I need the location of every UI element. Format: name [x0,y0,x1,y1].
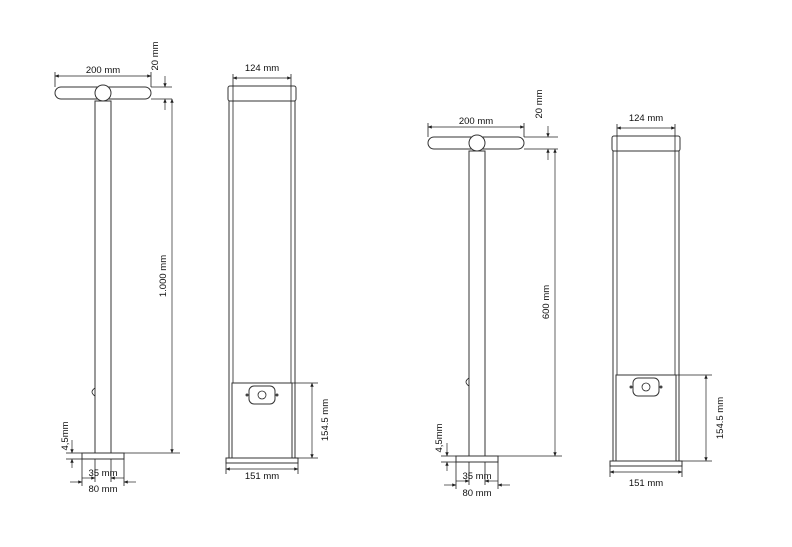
dim-label-base-height: 4,5mm [60,421,71,450]
dim-label-front-base-width: 151 mm [629,478,663,489]
lamp-base [455,455,499,463]
sensor-window [248,385,276,405]
dim-label-arm-height: 20 mm [150,41,161,70]
lamp-pole [94,100,112,454]
front-view-tall: 124 mm 154.5 mm 151 mm [225,63,331,482]
dim-label-base-height: 4,5mm [434,423,445,452]
lamp-head [468,134,486,152]
lamp-cap [611,135,681,152]
dim-label-arm-width: 200 mm [459,116,493,127]
sensor-lens [641,382,651,392]
front-base [225,457,299,464]
dim-label-total-height: 600 mm [541,285,552,319]
dim-label-panel-height: 154.5 mm [715,397,726,439]
dim-label-pole-width: 35 mm [462,471,491,482]
sensor-lens [257,390,267,400]
dim-label-base-width: 80 mm [88,484,117,495]
dim-label-front-base-width: 151 mm [245,471,279,482]
lamp-cap [227,85,297,102]
dim-label-pole-width: 35 mm [88,468,117,479]
lamp-base [81,452,125,460]
side-view-short: 200 mm 20 mm 600 mm 4,5mm 35 mm 80 mm [427,89,562,499]
dim-label-base-width: 80 mm [462,488,491,499]
front-base [609,460,683,467]
sensor-bump [465,377,470,387]
front-view-short: 124 mm 154.5 mm 151 mm [609,113,726,489]
dim-label-top-width: 124 mm [245,63,279,74]
dim-label-total-height: 1.000 mm [158,255,169,297]
sensor-bump [91,387,96,397]
sensor-window [632,377,660,397]
dim-label-panel-height: 154.5 mm [320,399,331,441]
dim-label-top-width: 124 mm [629,113,663,124]
dim-label-arm-height: 20 mm [534,89,545,118]
side-view-tall: 200 mm 20 mm 1.000 mm 4,5mm 35 mm 80 mm [54,41,180,495]
lamp-head [94,84,112,102]
dim-label-arm-width: 200 mm [86,65,120,76]
lamp-pole [468,150,486,457]
